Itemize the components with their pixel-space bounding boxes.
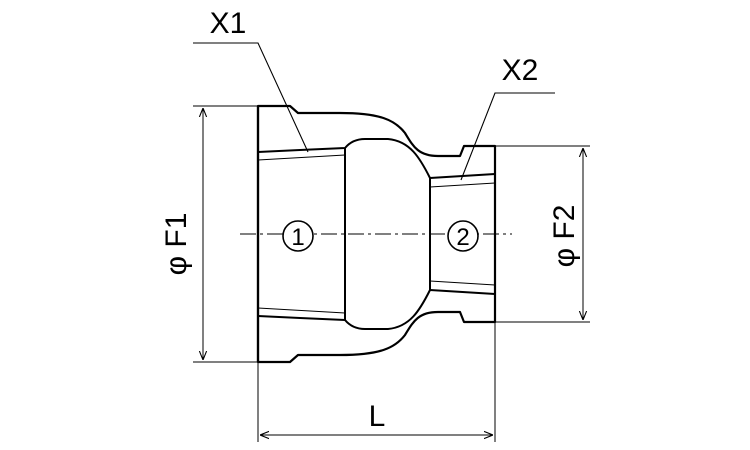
port-1-marker: 1 [282,220,314,252]
f1-dimension [193,105,258,363]
thread-lines [257,154,496,314]
x2-leader [460,92,555,181]
port-2-marker: 2 [447,220,479,252]
port-1-label: 1 [291,224,304,251]
f2-label: φ F2 [548,205,581,268]
f2-dimension [495,145,590,323]
x1-leader [193,42,309,153]
l-dimension [257,322,496,442]
port-2-label: 2 [456,224,469,251]
x1-label: X1 [210,7,247,40]
l-label: L [369,400,386,433]
x2-label: X2 [502,54,539,87]
f1-label: φ F1 [160,213,193,276]
